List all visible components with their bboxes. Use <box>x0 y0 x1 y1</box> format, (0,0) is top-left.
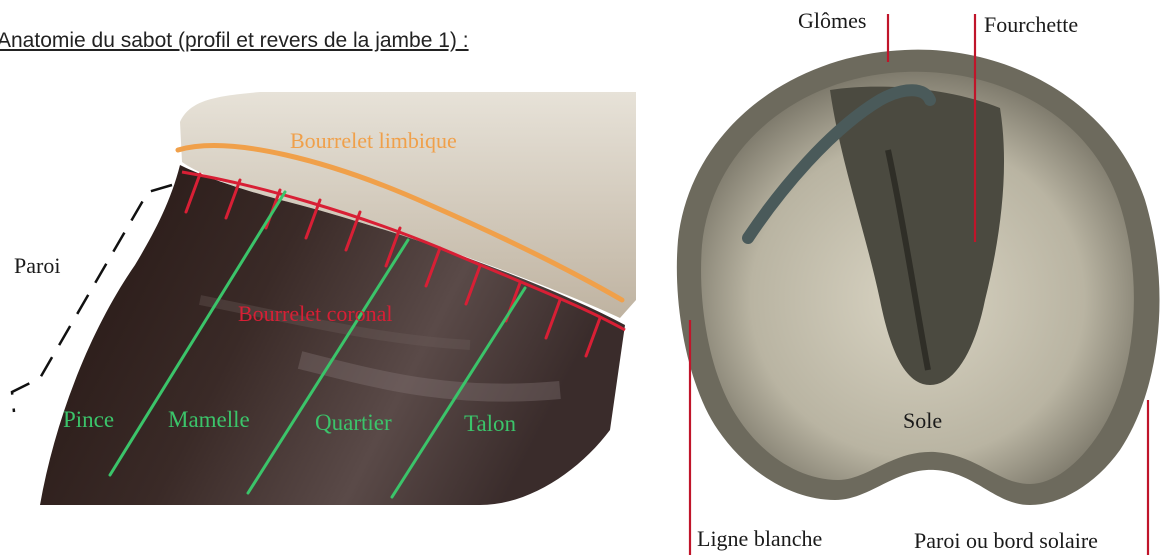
bourrelet-limbique-label: Bourrelet limbique <box>290 130 457 152</box>
region-label-mamelle: Mamelle <box>168 408 250 431</box>
sole-label: Sole <box>903 410 942 432</box>
paroi-bord-solaire-label: Paroi ou bord solaire <box>914 530 1098 552</box>
hoof-sole-illustration <box>677 50 1160 505</box>
paroi-label: Paroi <box>14 255 60 277</box>
bourrelet-coronal-label: Bourrelet coronal <box>238 303 393 325</box>
glomes-label: Glômes <box>798 10 866 32</box>
ligne-blanche-label: Ligne blanche <box>697 528 822 550</box>
region-label-pince: Pince <box>63 408 114 431</box>
fourchette-label: Fourchette <box>984 14 1078 36</box>
region-label-talon: Talon <box>464 412 516 435</box>
region-label-quartier: Quartier <box>315 411 392 434</box>
page-title: Anatomie du sabot (profil et revers de l… <box>0 29 469 53</box>
